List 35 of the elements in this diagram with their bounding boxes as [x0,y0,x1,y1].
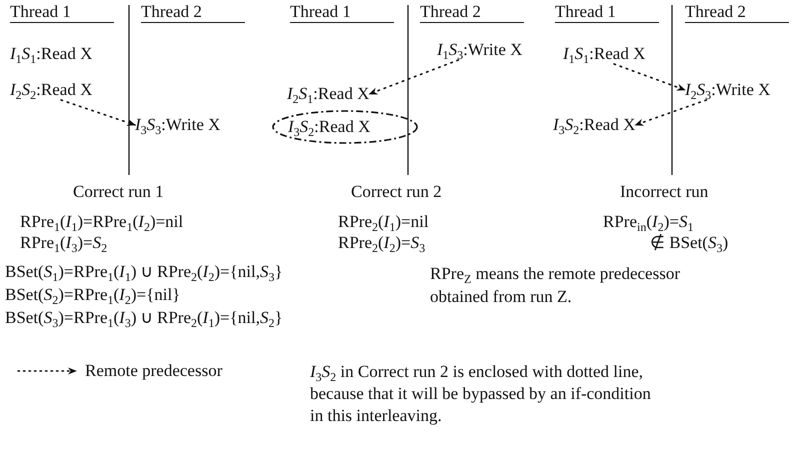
statement-text: I$_{1}$S$_{1}$:Read X [563,44,646,64]
dash-dot-ellipse [272,110,418,144]
statement-text: I$_{1}$S$_{1}$:Read X [10,44,92,64]
thread-header: Thread 2 [141,2,245,23]
statement-text: I$_{3}$S$_{2}$:Read X [553,115,636,135]
statement-text: I$_{3}$S$_{2}$:Read X [288,117,370,137]
formula-text: ∉ BSet(S$_{3}$) [650,233,728,253]
statement-text: I$_{2}$S$_{2}$:Read X [10,80,92,100]
note-text: I$_{3}$S$_{2}$ in Correct run 2 is enclosed with dotted line, because that it will be bypassed by an if-condition in this interleaving. [310,361,652,427]
thread-header: Thread 1 [10,2,114,23]
note-text: RPre$_{Z}$ means the remote predecessor obtained from run Z. [430,263,681,308]
formula-text: BSet(S$_{2}$)=RPre$_{1}$(I$_{2}$)={nil} [5,285,180,305]
formula-text: RPre$_{1}$(I$_{1}$)=RPre$_{1}$(I$_{2}$)=nil [20,212,184,232]
formula-text: RPre$_{in}$(I$_{2}$)=S$_{1}$ [603,212,694,232]
dotted-arrow [368,59,460,95]
formula-text: RPre$_{1}$(I$_{3}$)=S$_{2}$ [20,233,108,253]
thread-header: Thread 2 [420,2,524,23]
statement-text: I$_{2}$S$_{3}$:Write X [685,80,770,100]
run-caption: Correct run 1 [73,182,164,202]
run-caption: Incorrect run [620,182,708,202]
dotted-arrow [634,99,708,126]
thread-header: Thread 1 [555,2,659,23]
statement-text: I$_{3}$S$_{3}$:Write X [135,115,220,135]
formula-text: BSet(S$_{1}$)=RPre$_{1}$(I$_{1}$) ∪ RPre$_{2}$(I$_{2}$)={nil,S$_{3}$} [5,262,283,282]
thread-header: Thread 2 [685,2,789,23]
thread-header: Thread 1 [290,2,394,23]
run-caption: Correct run 2 [351,182,442,202]
dotted-arrow [613,63,686,91]
statement-text: I$_{1}$S$_{3}$:Write X [437,40,522,60]
dotted-arrow [60,99,136,126]
formula-text: RPre$_{2}$(I$_{1}$)=nil [338,212,429,232]
legend-text: Remote predecessor [85,361,222,381]
formula-text: BSet(S$_{3}$)=RPre$_{1}$(I$_{3}$) ∪ RPre$_{2}$(I$_{1}$)={nil,S$_{2}$} [5,308,283,328]
statement-text: I$_{2}$S$_{1}$:Read X [287,84,370,104]
formula-text: RPre$_{2}$(I$_{2}$)=S$_{3}$ [338,233,426,253]
